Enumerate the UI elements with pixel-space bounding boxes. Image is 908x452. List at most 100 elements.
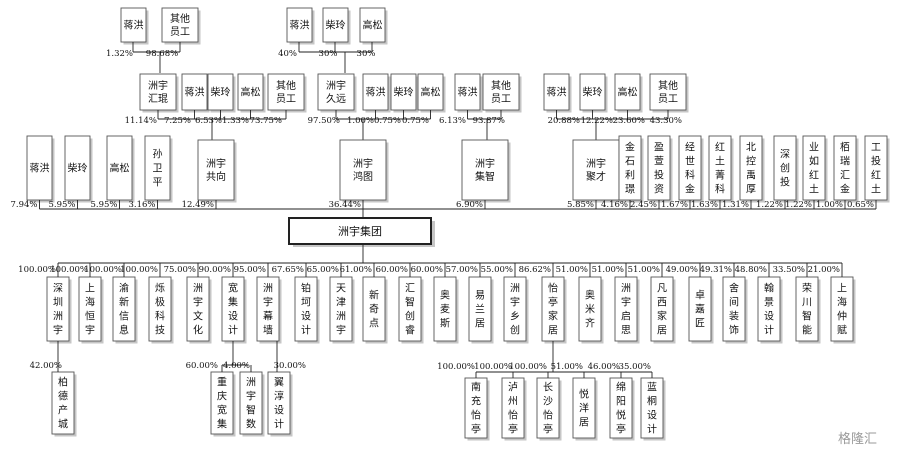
box-sub-yxxx-label: 息	[119, 324, 129, 337]
box-sub-bjsj-label: 铂	[301, 282, 311, 295]
box-gs-l1b-label: 高松	[363, 19, 383, 32]
box-sub-zywh-label: 宇	[193, 296, 203, 309]
box-sub-kjsj-label: 设	[228, 311, 238, 323]
pct-l1b-jh: 40%	[278, 49, 297, 59]
box-l4-cqkj-label: 庆	[217, 390, 227, 403]
box-sh-yrht-label: 业	[809, 142, 819, 154]
pct-sh-swp: 3.16%	[128, 200, 155, 210]
box-l4-cqkj-label: 重	[217, 376, 227, 389]
box-l4-csyt-label: 亭	[543, 423, 553, 436]
pct-sh-gx: 12.49%	[182, 200, 214, 210]
box-l4-cqkj-label: 集	[217, 418, 227, 431]
box-l4-lzyt-label: 怡	[508, 409, 518, 422]
pct-l2-gx-0: 11.14%	[125, 116, 157, 126]
box-sh-jskj-label: 经	[685, 141, 695, 154]
box-sub-ycxn-label: 能	[802, 324, 812, 337]
box-l4-ycsj	[267, 371, 291, 435]
box-sub-shhy-label: 海	[85, 296, 95, 309]
box-l4-bdcy-label: 产	[58, 404, 68, 417]
box-sub-zymq-label: 洲	[263, 283, 273, 295]
box-l4-ycsj-label: 淳	[274, 390, 284, 403]
box-sh-ht-label: 洲宇	[353, 157, 373, 170]
box-sh-hthk-label: 红	[715, 141, 725, 154]
pct-l1a-jh: 1.32%	[106, 49, 133, 59]
pct-sh-jc: 5.85%	[567, 200, 594, 210]
box-sh-jz-label: 集智	[475, 170, 495, 183]
box-sub-zywh-label: 文	[193, 310, 203, 323]
box-l4-ycsj-label: 翼	[274, 377, 284, 389]
box-sh-cl	[64, 135, 91, 201]
pct-l4-csyt: 100.00%	[509, 362, 547, 372]
box-qt-l1a-label: 员工	[170, 26, 190, 38]
box-sub-amz-label: 麦	[440, 304, 450, 316]
box-sh-gx-label: 共向	[206, 170, 226, 183]
pct-l1b-cl: 30%	[319, 49, 338, 59]
box-sub-sjzs-label: 装	[729, 310, 739, 323]
box-sub-xqd-label: 奇	[369, 303, 379, 316]
pct-sh-hthk: 1.63%	[691, 200, 718, 210]
box-sh-gtht-label: 土	[871, 183, 881, 196]
box-sub-tjzy-label: 洲	[336, 311, 346, 323]
box-sub-zymq-label: 宇	[263, 296, 273, 309]
pct-l1b-gs: 30%	[357, 49, 376, 59]
box-sh-jh-label: 蒋洪	[30, 163, 50, 175]
box-qt-l1a	[161, 7, 199, 43]
box-sub-sjkj-label: 科	[155, 310, 165, 323]
box-sub-amq-label: 齐	[585, 317, 595, 330]
pct-l2-jz-0: 6.13%	[439, 116, 466, 126]
box-l2-ht-jy-label: 洲宇	[326, 79, 346, 92]
box-sh-gs-label: 高松	[110, 162, 130, 175]
pct-l1a-qt: 98.68%	[146, 49, 178, 59]
box-sub-sjkj-label: 极	[155, 296, 165, 309]
box-l2-jc-jh-label: 蒋洪	[547, 87, 567, 99]
box-sub-hjsj-label: 翰	[764, 282, 774, 295]
box-sh-bkyh-label: 控	[746, 155, 756, 168]
box-sh-jslc-label: 金	[625, 141, 635, 154]
box-sub-bjsj-label: 计	[301, 324, 311, 337]
box-sub-ytjj-label: 怡	[548, 282, 558, 295]
box-sh-jslc-label: 石	[625, 157, 635, 168]
box-sub-zyqs-label: 宇	[621, 296, 631, 309]
box-sub-amz-label: 斯	[440, 317, 450, 330]
box-sub-zywh-label: 化	[193, 324, 203, 337]
box-l4-ncyt-label: 怡	[471, 409, 481, 422]
box-sub-hzcr-label: 汇	[405, 282, 415, 295]
box-sh-bkyh-label: 北	[746, 142, 756, 154]
box-sub-zymq-label: 幕	[263, 310, 273, 323]
box-sub-ycxn-label: 智	[802, 310, 812, 323]
pct-sub-bjsj: 67.65%	[272, 265, 304, 275]
box-sub-zyqs-label: 思	[621, 325, 631, 337]
box-jh-l1b-label: 蒋洪	[290, 20, 310, 32]
pct-l4-lzyt: 100.00%	[474, 362, 512, 372]
box-sub-szzy-label: 宇	[53, 324, 63, 337]
pct-sub-zywh: 75.00%	[164, 265, 196, 275]
pct-l2-jc-1: 12.22%	[581, 116, 613, 126]
box-sub-sjkj-label: 烁	[155, 283, 165, 295]
box-sub-tjzy-label: 津	[336, 297, 346, 309]
box-sub-tjzy-label: 天	[336, 284, 346, 295]
box-sh-jz-label: 洲宇	[475, 157, 495, 170]
pct-l2-ht-1: 1.00%	[347, 116, 374, 126]
box-sub-kjsj-label: 计	[228, 324, 238, 337]
box-sub-ycxn-label: 荣	[802, 283, 812, 295]
box-sub-hjsj-label: 设	[764, 311, 774, 323]
box-l4-myyt-label: 悦	[616, 409, 626, 422]
box-sh-brhj-label: 瑞	[840, 156, 850, 168]
box-l2-jc-qt-label: 其他	[658, 79, 678, 92]
box-sh-jc	[572, 139, 620, 201]
box-jh-l1a-label: 蒋洪	[124, 20, 144, 32]
box-sub-bjsj-label: 设	[301, 311, 311, 323]
box-sub-szzy-label: 圳	[53, 297, 63, 309]
main-company-box	[288, 217, 432, 245]
box-l4-myyt-label: 亭	[616, 423, 626, 436]
box-l2-gx-gs-label: 高松	[241, 86, 261, 99]
box-sub-zymq-label: 墙	[263, 324, 273, 337]
pct-l4-zyzs: 4.00%	[223, 361, 250, 371]
pct-l2-gx-3: 1.33%	[222, 116, 249, 126]
box-sub-hjsj-label: 计	[764, 324, 774, 337]
box-l4-lzyt-label: 泸	[508, 382, 518, 394]
box-l4-bdcy	[51, 371, 75, 435]
box-sub-sjzs-label: 舍	[729, 282, 739, 295]
box-l2-jc-qt-label: 员工	[658, 93, 678, 105]
box-l4-ncyt-label: 充	[471, 395, 481, 408]
